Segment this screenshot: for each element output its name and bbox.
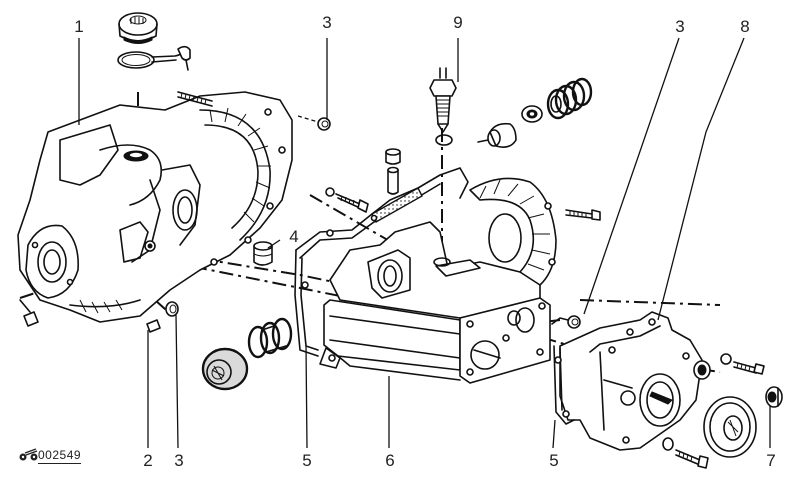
clutch-housing <box>17 91 293 327</box>
cover-bottom-bolt <box>662 437 709 469</box>
callout-5-left: 5 <box>302 451 312 470</box>
leader-8 <box>657 37 745 321</box>
output-flange <box>703 396 757 458</box>
cover-seal-small <box>693 360 711 380</box>
reverse-light-switch <box>429 67 457 146</box>
callout-3-bottom: 3 <box>174 451 184 470</box>
leader-3-bottom <box>175 314 179 449</box>
bolt-left-gasket <box>325 187 369 213</box>
drain-plug-7 <box>765 386 783 408</box>
release-bearing <box>118 12 158 44</box>
plug-top-left <box>297 115 331 131</box>
callout-8: 8 <box>740 17 750 36</box>
leader-5-right <box>552 419 556 449</box>
leader-5-left <box>305 345 308 449</box>
gear-spring <box>546 77 593 120</box>
car-service-icon <box>19 448 38 461</box>
callout-9: 9 <box>453 13 463 32</box>
plug-small-left <box>165 301 179 317</box>
callout-7: 7 <box>766 451 776 470</box>
callout-5-right: 5 <box>549 451 559 470</box>
callout-3-top: 3 <box>322 13 332 32</box>
cover-axis-a <box>579 299 721 306</box>
dowel-sleeve <box>385 148 401 195</box>
housing-gasket <box>294 167 469 357</box>
callout-1: 1 <box>74 17 84 36</box>
synchro-rings <box>247 317 293 359</box>
callout-3-right: 3 <box>675 17 685 36</box>
callout-2: 2 <box>143 451 153 470</box>
end-cover <box>553 311 703 451</box>
callout-4: 4 <box>289 227 299 246</box>
figure-code: 002549 <box>38 448 82 464</box>
bolt-right-rear <box>565 209 601 221</box>
release-fork <box>117 45 191 71</box>
bearing-sleeve <box>477 122 517 148</box>
cover-plug-3 <box>551 315 581 329</box>
oil-seal <box>521 105 543 123</box>
cover-washer-bolt <box>720 353 765 375</box>
pin-axis <box>154 299 176 319</box>
breather-cap <box>253 241 273 266</box>
leader-3-right <box>583 37 680 315</box>
leader-lines <box>78 37 771 449</box>
output-flange-seal <box>201 347 249 391</box>
dowel-pin <box>146 319 161 333</box>
gearbox-housing <box>319 177 557 384</box>
callout-6: 6 <box>385 451 395 470</box>
leader-4 <box>267 239 281 249</box>
